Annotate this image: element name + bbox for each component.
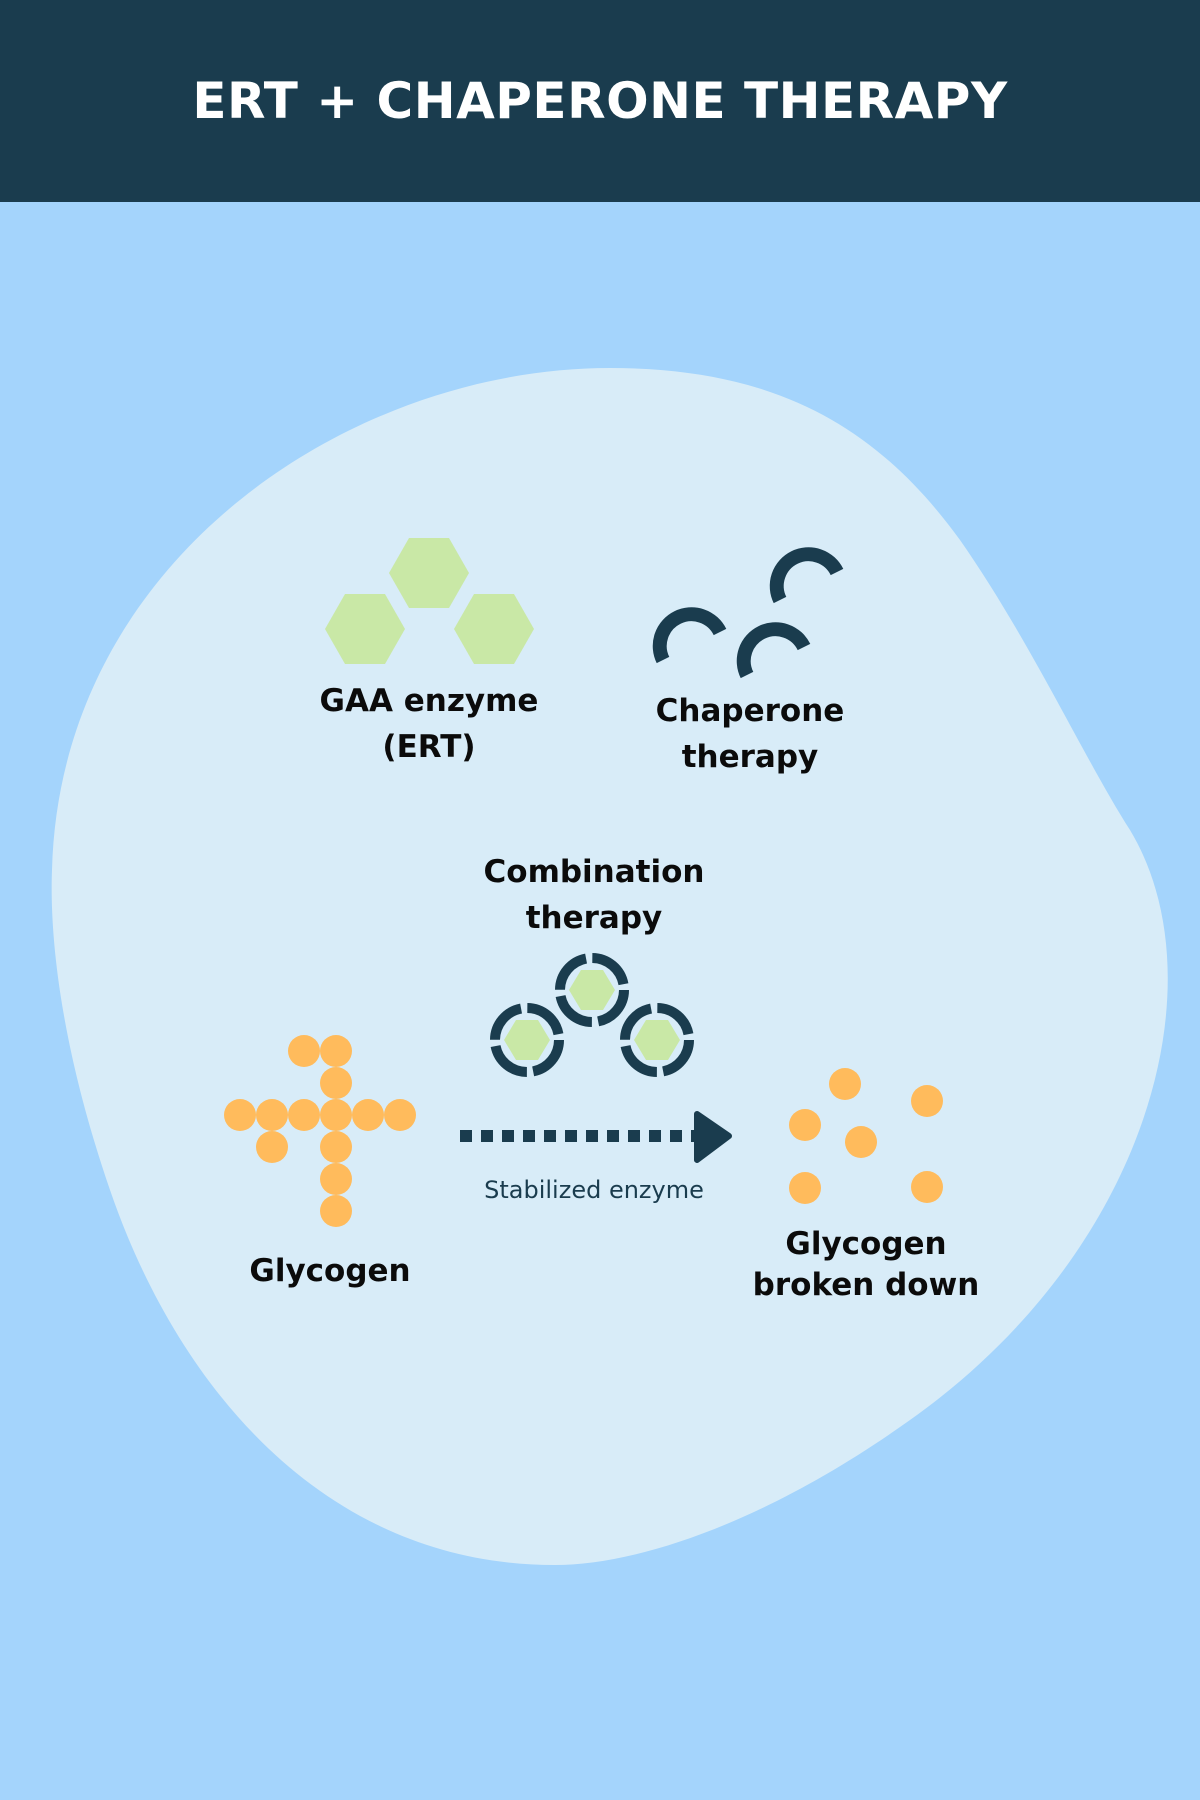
combination-icon: [490, 953, 694, 1077]
glycogen-dot: [320, 1099, 352, 1131]
glycogen-dot: [256, 1099, 288, 1131]
glycogen-dot: [352, 1099, 384, 1131]
header-bar: ERT + CHAPERONE THERAPY: [0, 0, 1200, 202]
glycogen-broken-icon: [789, 1068, 943, 1204]
gaa-enzyme-label: GAA enzyme (ERT): [319, 683, 539, 765]
arc-icon: [769, 547, 844, 604]
glycogen-dot: [224, 1099, 256, 1131]
glycogen-dot: [789, 1172, 821, 1204]
glycogen-label: Glycogen: [249, 1253, 411, 1289]
hexagon-icon: [325, 594, 405, 664]
gaa-enzyme-icon: [325, 538, 534, 664]
glycogen-dot: [911, 1171, 943, 1203]
arc-icon: [652, 607, 727, 664]
arc-icon: [736, 622, 811, 679]
glycogen-dot: [845, 1126, 877, 1158]
arrow-caption: Stabilized enzyme: [484, 1176, 704, 1204]
hexagon-icon: [454, 594, 534, 664]
glycogen-dot: [789, 1109, 821, 1141]
glycogen-dot: [911, 1085, 943, 1117]
hexagon-in-ring-icon: [555, 953, 629, 1027]
glycogen-dot: [320, 1131, 352, 1163]
combination-label: Combination therapy: [483, 854, 705, 936]
glycogen-dot: [320, 1067, 352, 1099]
glycogen-dot: [384, 1099, 416, 1131]
hexagon-icon: [389, 538, 469, 608]
chaperone-label: Chaperone therapy: [655, 693, 845, 775]
hexagon-in-ring-icon: [620, 1003, 694, 1077]
glycogen-broken-label: Glycogen broken down: [752, 1226, 980, 1303]
page-title: ERT + CHAPERONE THERAPY: [192, 72, 1008, 130]
glycogen-dot: [829, 1068, 861, 1100]
glycogen-dot: [320, 1163, 352, 1195]
glycogen-icon: [224, 1035, 416, 1227]
glycogen-dot: [288, 1099, 320, 1131]
hexagon-in-ring-icon: [490, 1003, 564, 1077]
chaperone-icon: [652, 547, 844, 679]
glycogen-dot: [256, 1131, 288, 1163]
glycogen-dot: [320, 1035, 352, 1067]
glycogen-dot: [320, 1195, 352, 1227]
glycogen-dot: [288, 1035, 320, 1067]
dotted-arrow-icon: [460, 1111, 732, 1163]
